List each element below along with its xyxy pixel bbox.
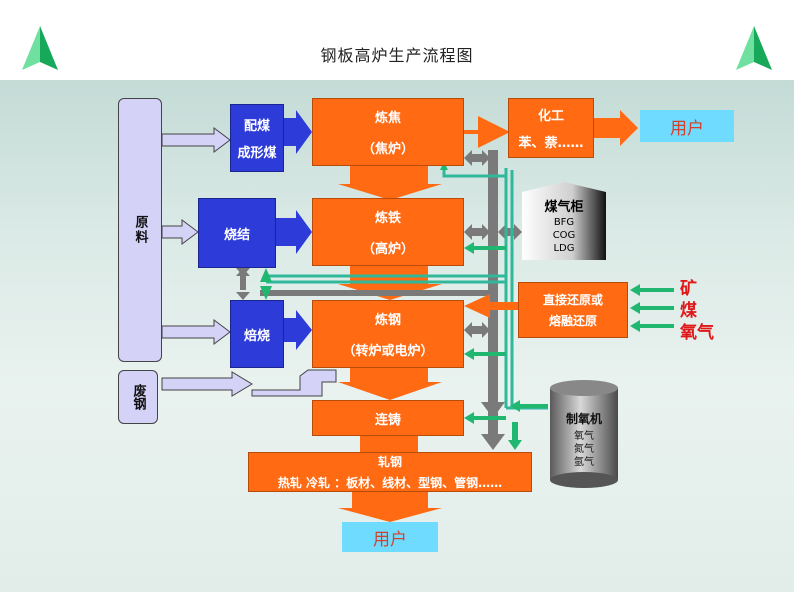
oxygen-plant-title: 制氧机 <box>565 412 602 426</box>
page-title: 钢板高炉生产流程图 <box>320 46 474 65</box>
oxygen-plant-item: 氮气 <box>574 444 594 455</box>
steelmaking-line2: （转炉或电炉） <box>342 344 434 359</box>
arrow-chem-to-user <box>594 110 638 146</box>
input-coal-label: 煤 <box>680 301 697 321</box>
direct-reduction-box: 直接还原或 熔融还原 <box>518 282 628 338</box>
arrow-coal-to-coke <box>282 110 312 154</box>
arrow-raw-to-sinter <box>161 219 199 245</box>
chemical-line1: 化工 <box>537 109 564 124</box>
chemical-line2: 苯、萘…… <box>518 136 584 151</box>
gas-holder: 煤气柜 BFG COG LDG <box>522 182 606 260</box>
input-oxygen-label: 氧气 <box>680 323 714 343</box>
oxygen-plant-item: 氩气 <box>574 457 594 468</box>
arrow-scrap-up <box>251 369 337 397</box>
user-box-top: 用户 <box>640 110 734 142</box>
arrow-scrap <box>161 371 253 397</box>
gas-holder-item: BFG <box>553 217 575 228</box>
gas-holder-shape <box>522 182 606 260</box>
coking-line1: 炼焦 <box>374 111 401 126</box>
arrow-rolling-to-user <box>338 492 442 522</box>
gas-holder-title: 煤气柜 <box>544 200 584 215</box>
rolling-line2: 热轧 冷轧 ：板材、线材、型钢、管钢…… <box>277 476 503 490</box>
right-logo-icon <box>736 26 772 70</box>
arrow-raw-to-flux <box>161 319 231 345</box>
arrow-sinter-to-iron <box>276 210 312 254</box>
scrap-box: 废钢 <box>118 370 158 424</box>
coal-blending-line1: 配煤 <box>243 119 270 134</box>
steelmaking-line1: 炼钢 <box>374 313 401 328</box>
oxygen-plant-item: 氧气 <box>574 431 594 442</box>
user-box-bottom: 用户 <box>342 522 438 552</box>
direct-reduction-line1: 直接还原或 <box>542 293 603 307</box>
arrow-coke-to-iron <box>338 166 442 200</box>
arrow-raw-to-coal <box>161 127 231 153</box>
header-band <box>0 0 794 80</box>
ironmaking-box: 炼铁 （高炉） <box>312 198 464 266</box>
oxygen-plant-shape <box>550 380 618 488</box>
left-logo-icon <box>22 26 58 70</box>
arrow-casting-to-rolling <box>360 436 418 452</box>
arrow-flux-to-steel <box>276 310 312 350</box>
coking-box: 炼焦 （焦炉） <box>312 98 464 166</box>
coal-blending-box: 配煤 成形煤 <box>230 104 284 172</box>
raw-material-box: 原料 <box>118 98 162 362</box>
oxygen-plant: 制氧机 氧气 氮气 氩气 <box>550 380 618 488</box>
gas-holder-item: LDG <box>553 243 575 254</box>
coal-blending-line2: 成形煤 <box>237 146 277 161</box>
direct-reduction-line2: 熔融还原 <box>548 314 597 328</box>
flux-roasting-box: 焙烧 <box>230 300 284 368</box>
input-ore-label: 矿 <box>680 279 697 299</box>
ironmaking-line1: 炼铁 <box>374 211 401 226</box>
arrow-steel-to-casting <box>338 366 442 400</box>
coking-line2: （焦炉） <box>361 142 414 157</box>
steelmaking-box: 炼钢 （转炉或电炉） <box>312 300 464 368</box>
rolling-line1: 轧钢 <box>377 455 402 469</box>
gas-holder-item: COG <box>552 230 576 241</box>
casting-box: 连铸 <box>312 400 464 436</box>
ironmaking-line2: （高炉） <box>361 242 414 257</box>
chemical-box: 化工 苯、萘…… <box>508 98 594 158</box>
rolling-box: 轧钢 热轧 冷轧 ：板材、线材、型钢、管钢…… <box>248 452 532 492</box>
sintering-box: 烧结 <box>198 198 276 268</box>
